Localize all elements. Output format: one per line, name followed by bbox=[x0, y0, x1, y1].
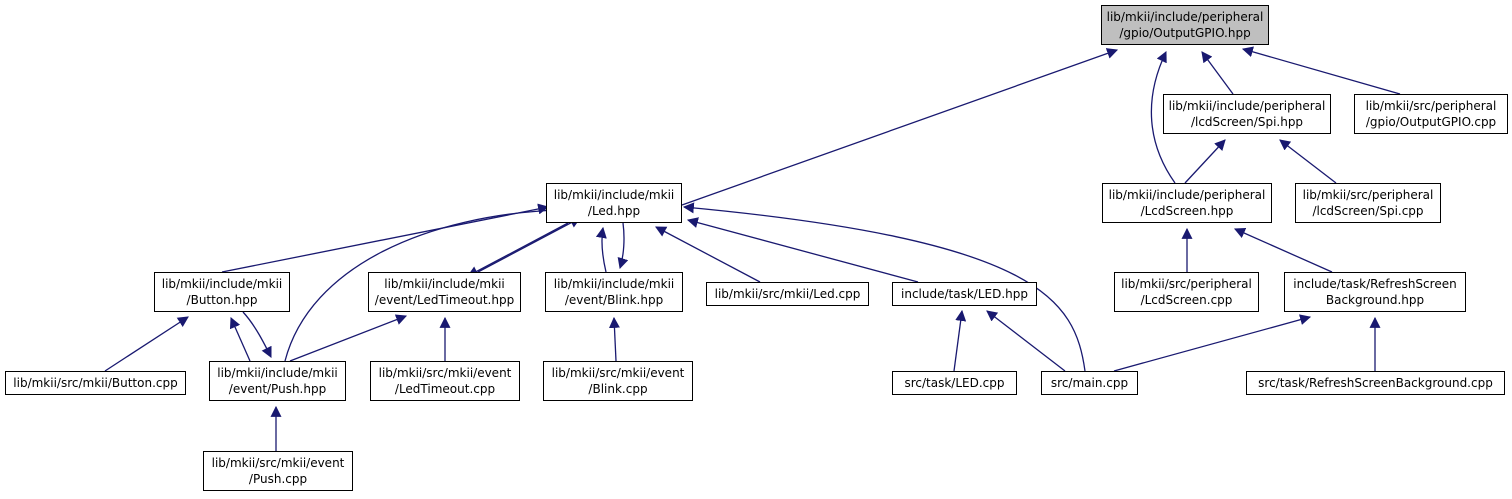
node-ledtimeout-hpp[interactable]: lib/mkii/include/mkii /event/LedTimeout.… bbox=[368, 272, 521, 312]
node-label: lib/mkii/include/mkii bbox=[553, 188, 675, 202]
edge-lcdscreen-to-outputgpio bbox=[1150, 51, 1176, 184]
edge-taskled-cpp-to-taskled bbox=[953, 309, 967, 372]
edge-main-to-taskled bbox=[986, 310, 1066, 372]
node-label: lib/mkii/include/mkii bbox=[161, 277, 283, 291]
edge-main-to-refresh bbox=[1113, 314, 1312, 372]
node-label: lib/mkii/include/peripheral bbox=[1108, 188, 1266, 202]
edge-led-to-ledtimeout bbox=[467, 222, 569, 277]
node-label: /event/Blink.hpp bbox=[564, 293, 664, 307]
node-label: /Button.hpp bbox=[186, 293, 258, 307]
edge-led-to-outputgpio bbox=[681, 48, 1119, 206]
edge-outputgpio-cpp-to-outputgpio bbox=[1241, 46, 1401, 95]
node-label: lib/mkii/include/peripheral bbox=[1106, 10, 1264, 24]
node-label: Background.hpp bbox=[1325, 293, 1425, 307]
node-led-cpp[interactable]: lib/mkii/src/mkii/Led.cpp bbox=[706, 282, 869, 306]
node-label: lib/mkii/src/peripheral bbox=[1365, 99, 1497, 113]
node-label: lib/mkii/include/mkii bbox=[384, 277, 505, 291]
edge-button-to-led bbox=[221, 203, 550, 273]
node-label: lib/mkii/src/mkii/event bbox=[378, 366, 512, 380]
node-spi-cpp[interactable]: lib/mkii/src/peripheral /lcdScreen/Spi.c… bbox=[1295, 183, 1441, 223]
node-label: /event/LedTimeout.hpp bbox=[374, 293, 515, 307]
edge-blink-to-led bbox=[595, 226, 607, 273]
node-label: /gpio/OutputGPIO.cpp bbox=[1365, 115, 1497, 129]
edge-ledtimeout-to-led bbox=[477, 217, 581, 273]
edge-blink-cpp-to-blink bbox=[608, 316, 620, 362]
edge-spi-cpp-to-spi bbox=[1279, 139, 1337, 184]
node-outputgpio-hpp: lib/mkii/include/peripheral /gpio/Output… bbox=[1101, 5, 1269, 45]
node-label: lib/mkii/include/peripheral bbox=[1168, 99, 1326, 113]
node-label: lib/mkii/src/mkii/Led.cpp bbox=[714, 287, 861, 301]
node-label: /Led.hpp bbox=[587, 204, 641, 218]
edge-button-to-push bbox=[242, 311, 272, 358]
node-lcdscreen-cpp[interactable]: lib/mkii/src/peripheral /LcdScreen.cpp bbox=[1114, 272, 1259, 312]
node-push-hpp[interactable]: lib/mkii/include/mkii /event/Push.hpp bbox=[209, 361, 346, 401]
node-spi-hpp[interactable]: lib/mkii/include/peripheral /lcdScreen/S… bbox=[1163, 94, 1331, 134]
edge-buttoncpp-to-button bbox=[104, 316, 189, 372]
node-label: /LedTimeout.cpp bbox=[394, 382, 496, 396]
node-label: lib/mkii/include/mkii bbox=[553, 277, 675, 291]
node-lcdscreen-hpp[interactable]: lib/mkii/include/peripheral /LcdScreen.h… bbox=[1102, 183, 1272, 223]
edge-led-to-blink bbox=[617, 222, 629, 270]
node-blink-cpp[interactable]: lib/mkii/src/mkii/event /Blink.cpp bbox=[543, 361, 693, 401]
edge-spi-to-outputgpio bbox=[1201, 51, 1234, 95]
node-label: lib/mkii/src/mkii/event bbox=[211, 456, 345, 470]
edge-main-to-led bbox=[682, 202, 1086, 372]
node-label: lib/mkii/src/peripheral bbox=[1302, 188, 1434, 202]
edge-push-to-button bbox=[229, 316, 251, 362]
node-outputgpio-cpp[interactable]: lib/mkii/src/peripheral /gpio/OutputGPIO… bbox=[1354, 94, 1508, 134]
node-label: src/main.cpp bbox=[1050, 376, 1129, 390]
edge-push-to-led bbox=[284, 204, 560, 362]
node-refresh-background-cpp[interactable]: src/task/RefreshScreenBackground.cpp bbox=[1246, 371, 1505, 395]
node-label: src/task/LED.cpp bbox=[904, 376, 1005, 390]
node-label: src/task/RefreshScreenBackground.cpp bbox=[1258, 376, 1493, 390]
node-main-cpp[interactable]: src/main.cpp bbox=[1041, 371, 1138, 395]
edge-refresh-to-lcdscreen bbox=[1233, 227, 1333, 273]
node-label: lib/mkii/include/mkii bbox=[217, 366, 338, 380]
node-button-hpp[interactable]: lib/mkii/include/mkii /Button.hpp bbox=[154, 272, 290, 312]
edge-push-to-ledtimeout bbox=[289, 314, 408, 362]
node-label: /LcdScreen.cpp bbox=[1140, 293, 1233, 307]
node-task-led-hpp[interactable]: include/task/LED.hpp bbox=[892, 282, 1037, 306]
node-label: /Push.cpp bbox=[248, 472, 308, 486]
node-push-cpp[interactable]: lib/mkii/src/mkii/event /Push.cpp bbox=[203, 451, 353, 491]
node-label: /Blink.cpp bbox=[588, 382, 648, 396]
node-label: /LcdScreen.hpp bbox=[1140, 204, 1234, 218]
node-label: lib/mkii/src/mkii/event bbox=[551, 366, 685, 380]
node-blink-hpp[interactable]: lib/mkii/include/mkii /event/Blink.hpp bbox=[545, 272, 683, 312]
edge-ledcpp-to-led bbox=[655, 226, 761, 283]
edge-lcdscreen-to-spi bbox=[1184, 139, 1226, 184]
node-button-cpp[interactable]: lib/mkii/src/mkii/Button.cpp bbox=[5, 371, 186, 395]
node-label: include/task/RefreshScreen bbox=[1293, 277, 1457, 291]
node-ledtimeout-cpp[interactable]: lib/mkii/src/mkii/event /LedTimeout.cpp bbox=[370, 361, 520, 401]
node-label: lib/mkii/src/mkii/Button.cpp bbox=[13, 376, 178, 390]
node-label: /lcdScreen/Spi.cpp bbox=[1312, 204, 1424, 218]
node-label: include/task/LED.hpp bbox=[901, 287, 1028, 301]
node-label: lib/mkii/src/peripheral bbox=[1121, 277, 1252, 291]
edge-taskled-hpp-to-led bbox=[686, 217, 919, 283]
node-label: /gpio/OutputGPIO.hpp bbox=[1119, 26, 1251, 40]
node-label: /lcdScreen/Spi.hpp bbox=[1190, 115, 1304, 129]
node-led-hpp[interactable]: lib/mkii/include/mkii /Led.hpp bbox=[546, 183, 682, 223]
node-task-led-cpp[interactable]: src/task/LED.cpp bbox=[892, 371, 1017, 395]
node-refresh-background-hpp[interactable]: include/task/RefreshScreen Background.hp… bbox=[1284, 272, 1466, 312]
node-label: /event/Push.hpp bbox=[228, 382, 327, 396]
